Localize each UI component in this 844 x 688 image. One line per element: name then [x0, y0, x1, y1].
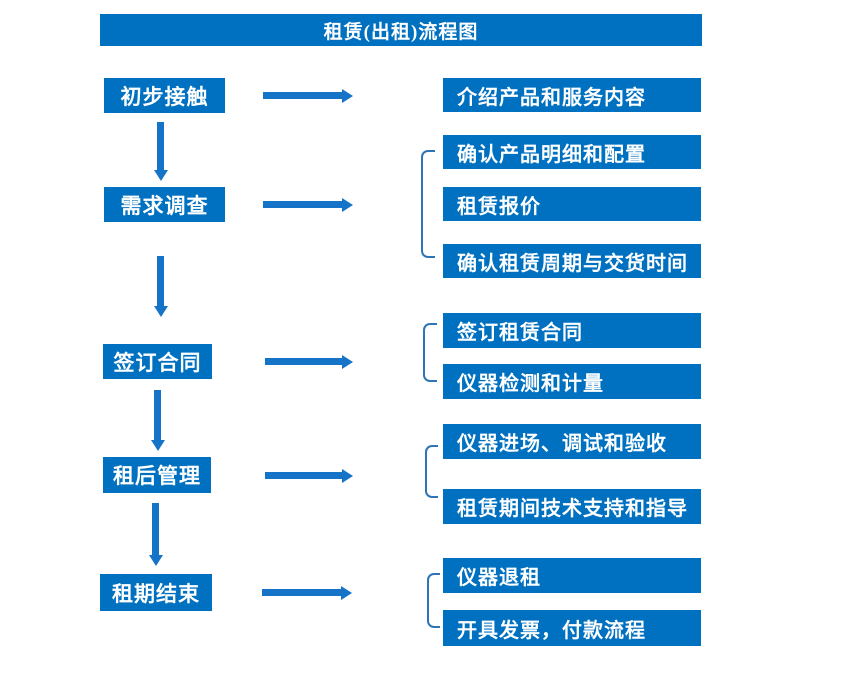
arrow-down-1: [157, 122, 164, 170]
flow-detail-2-3: 确认租赁周期与交货时间: [443, 244, 701, 278]
flow-detail-5-1: 仪器退租: [443, 558, 701, 593]
flow-step-2: 需求调查: [104, 187, 225, 222]
flow-detail-4-1: 仪器进场、调试和验收: [443, 424, 701, 459]
arrow-down-4: [152, 503, 159, 555]
arrow-right-3: [265, 358, 342, 365]
arrow-right-2: [263, 201, 342, 208]
flow-detail-3-1: 签订租赁合同: [443, 313, 701, 348]
arrow-down-2: [157, 256, 164, 306]
flow-detail-5-2: 开具发票，付款流程: [443, 610, 701, 646]
bracket-group-5: [427, 573, 440, 628]
flow-step-3: 签订合同: [103, 344, 212, 379]
bracket-group-4: [425, 445, 438, 498]
bracket-group-3: [423, 323, 437, 382]
flow-detail-2-2: 租赁报价: [443, 187, 701, 221]
bracket-group-2: [421, 150, 435, 258]
flow-step-4: 租后管理: [103, 457, 211, 493]
page-title: 租赁(出租)流程图: [100, 14, 702, 46]
flow-detail-2-1: 确认产品明细和配置: [443, 135, 701, 169]
flow-detail-1-1: 介绍产品和服务内容: [443, 78, 701, 112]
arrow-right-4: [265, 472, 342, 479]
flow-detail-3-2: 仪器检测和计量: [443, 364, 701, 399]
flow-detail-4-2: 租赁期间技术支持和指导: [443, 489, 701, 524]
arrow-right-5: [262, 589, 341, 596]
arrow-down-3: [154, 390, 161, 440]
flow-step-1: 初步接触: [104, 78, 225, 113]
flow-step-5: 租期结束: [100, 574, 212, 611]
arrow-right-1: [263, 92, 342, 99]
